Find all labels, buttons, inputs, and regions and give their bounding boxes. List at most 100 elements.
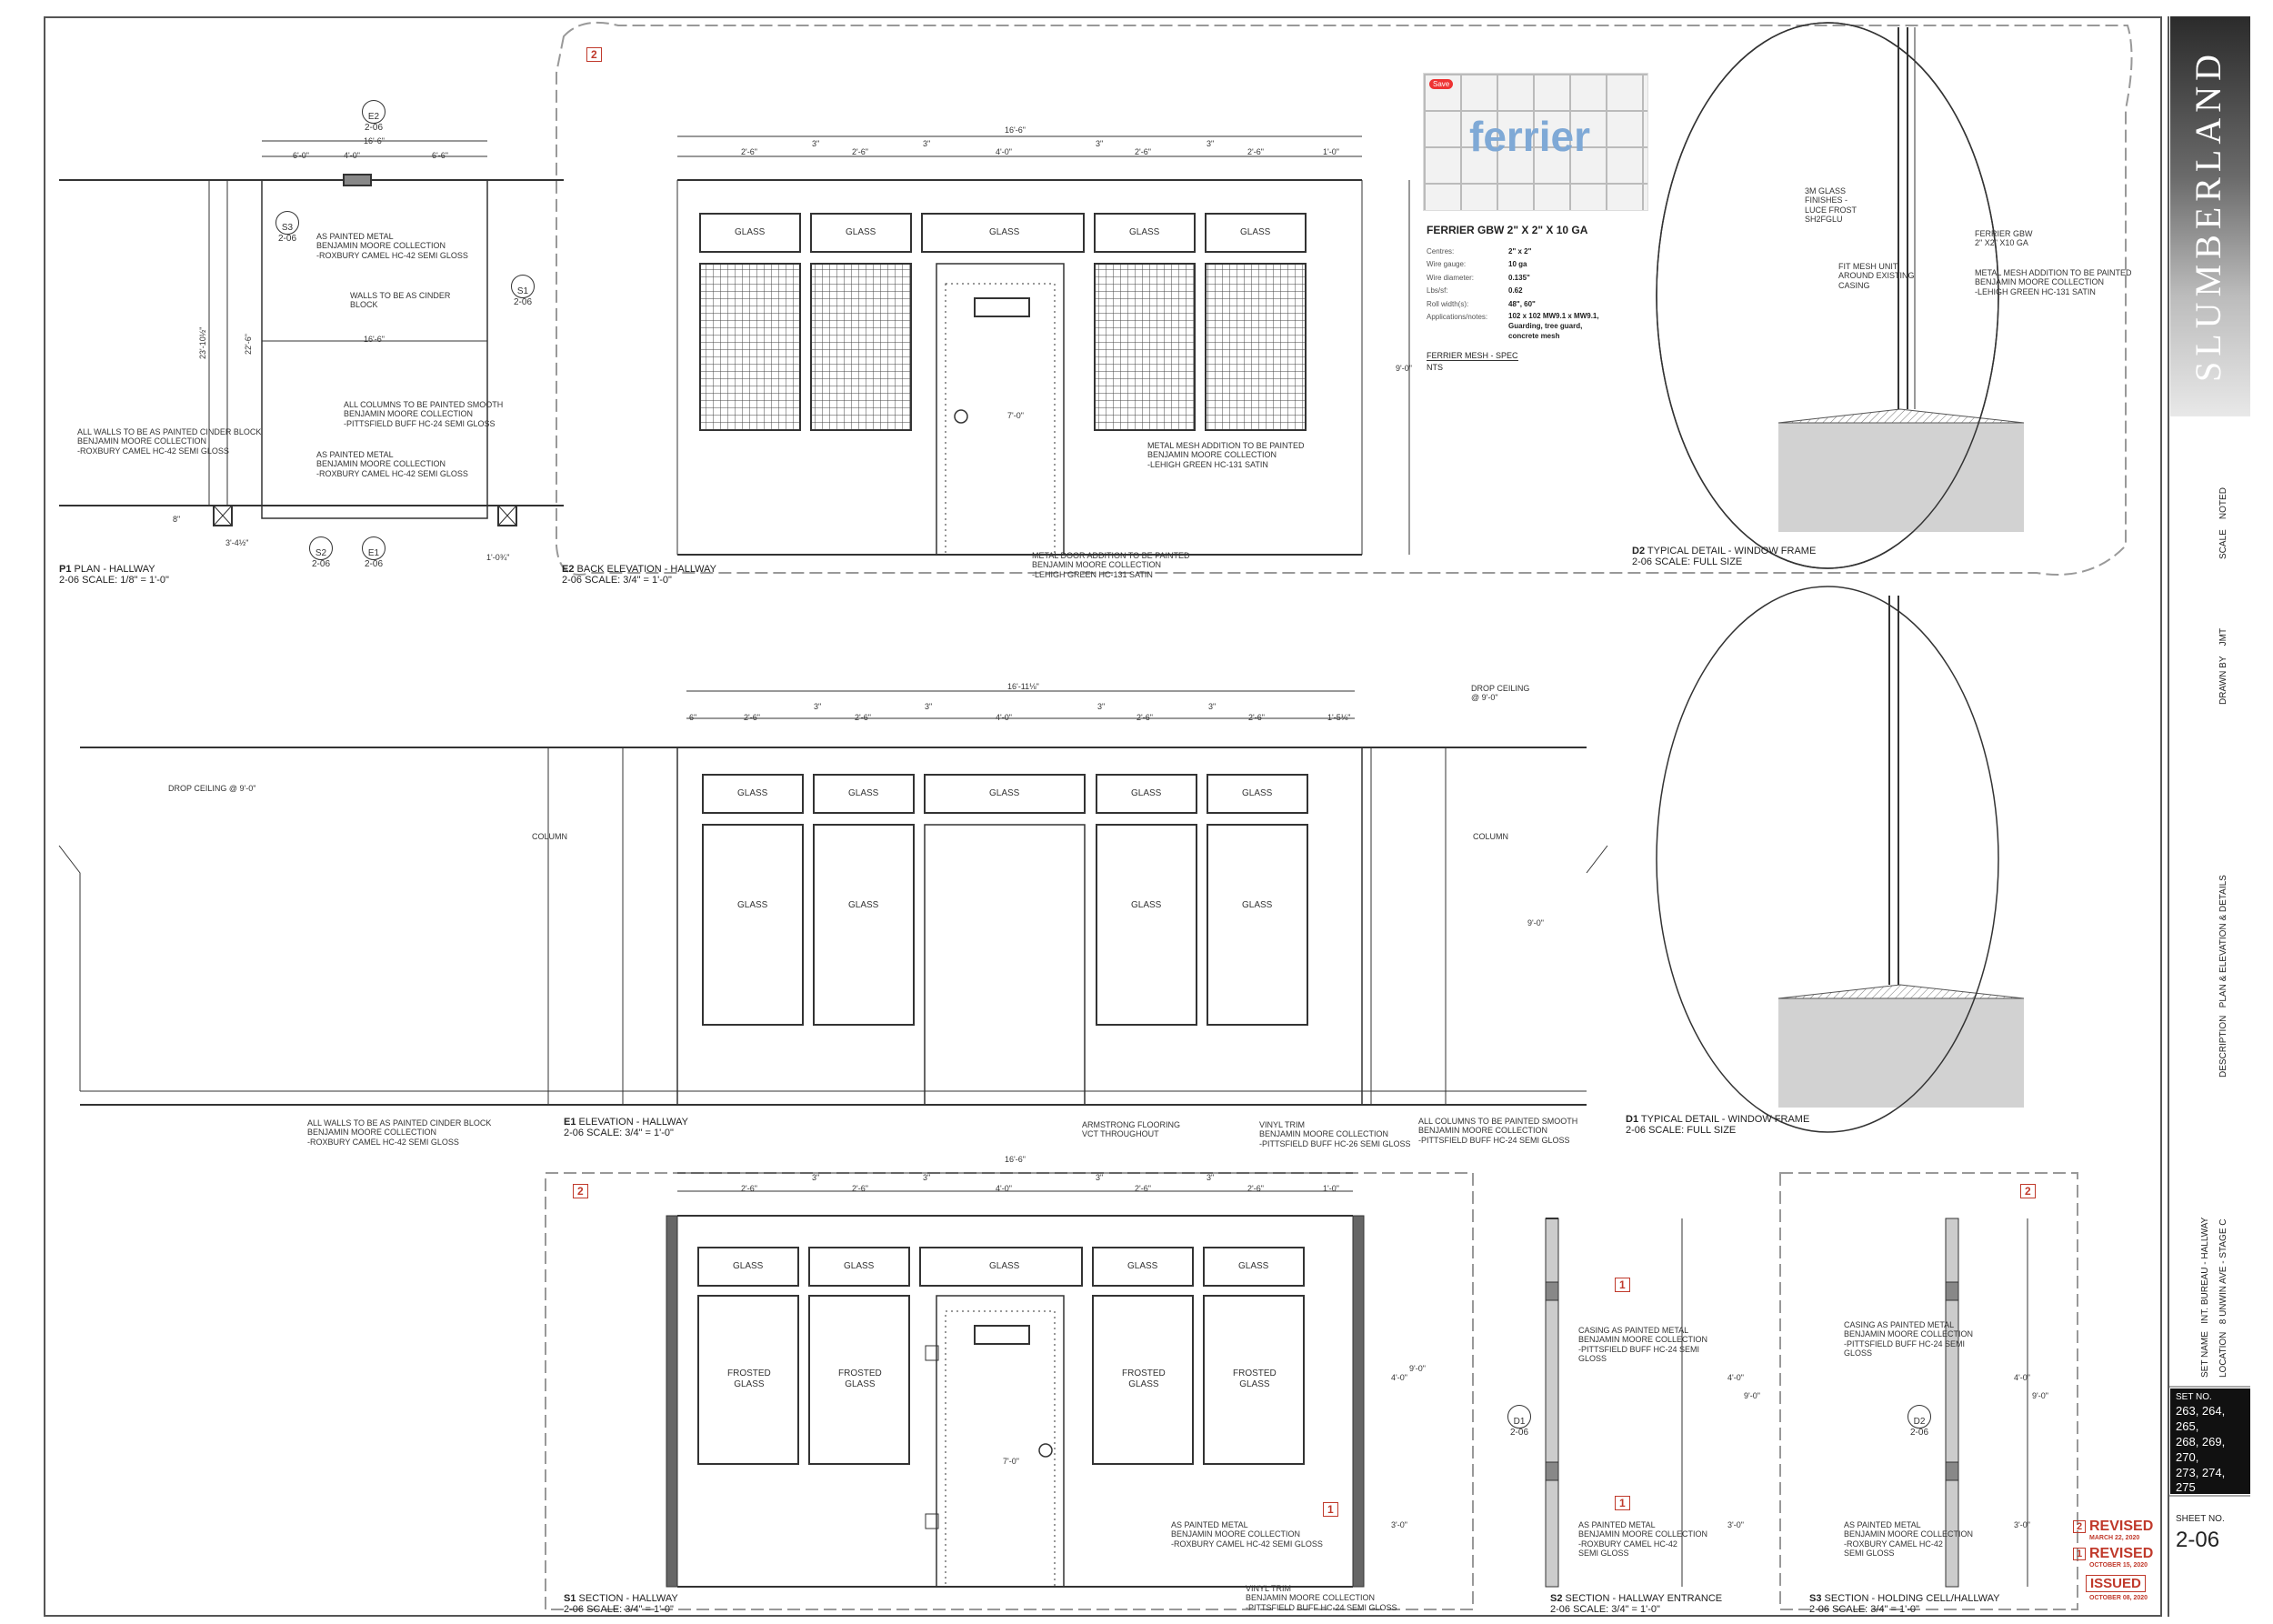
frosted-glass-label: FROSTED GLASS bbox=[838, 1368, 882, 1389]
spec-key: Applications/notes: bbox=[1427, 312, 1488, 321]
detail-d2 bbox=[1656, 22, 2025, 569]
set-no-line-2: 268, 269, 270, bbox=[2176, 1434, 2226, 1464]
revision-2-triangle: 2 bbox=[2073, 1520, 2087, 1533]
spec-row: Wire diameter:0.135" bbox=[1427, 272, 1648, 285]
dim-3-0: 3'-0" bbox=[2014, 1520, 2030, 1529]
spec-value: 48", 60" bbox=[1508, 299, 1536, 308]
note-d2-c: FERRIER GBW 2" X2" X10 GA bbox=[1975, 229, 2033, 248]
marker-e1-tag: E1 bbox=[367, 548, 380, 558]
s2-sheet: 2-06 bbox=[1550, 1604, 1571, 1615]
mesh-photo bbox=[1424, 74, 1647, 210]
brand-name: SLUMBERLAND bbox=[2188, 48, 2228, 382]
glass-label: GLASS bbox=[848, 900, 879, 910]
revision-1-date: OCTOBER 15, 2020 bbox=[2089, 1562, 2148, 1569]
spec-row: Roll width(s):48", 60" bbox=[1427, 298, 1648, 311]
d1-sheet: 2-06 bbox=[1626, 1125, 1647, 1136]
note-e2-door: METAL DOOR ADDITION TO BE PAINTED BENJAM… bbox=[1032, 551, 1190, 579]
marker-s3-sheet: 2-06 bbox=[277, 234, 296, 244]
dim-1-0: 1'-0" bbox=[1323, 147, 1339, 156]
section-entrance bbox=[1545, 1218, 1683, 1588]
dim-total-e2: 16'-6" bbox=[1005, 125, 1026, 135]
dim-9-0: 9'-0" bbox=[2032, 1391, 2048, 1400]
detail-d1 bbox=[1656, 586, 2025, 1133]
view-label-d2: D2 TYPICAL DETAIL - WINDOW FRAME 2-06 SC… bbox=[1632, 546, 1816, 567]
drawn-by-label: DRAWN BY bbox=[2218, 656, 2228, 705]
dim-7-0: 7'-0" bbox=[1003, 1457, 1019, 1466]
spec-key: Lbs/sf: bbox=[1427, 286, 1448, 296]
note-s3-b: AS PAINTED METAL BENJAMIN MOORE COLLECTI… bbox=[1844, 1520, 1974, 1559]
save-badge[interactable]: Save bbox=[1429, 79, 1454, 89]
set-name-value: INT. BUREAU - HALLWAY bbox=[2200, 1217, 2210, 1324]
dim-3: 3" bbox=[812, 139, 820, 148]
section-hallway bbox=[666, 1172, 1365, 1588]
dim-4-0: 4'-0" bbox=[996, 713, 1012, 722]
dim-7-0: 7'-0" bbox=[1007, 411, 1024, 420]
e2-sheet: 2-06 bbox=[562, 575, 583, 586]
note-s1-trim: VINYL TRIM BENJAMIN MOORE COLLECTION -PI… bbox=[1246, 1584, 1397, 1612]
view-label-s3: S3 SECTION - HOLDING CELL/HALLWAY 2-06 S… bbox=[1809, 1593, 1999, 1615]
set-name-label: SET NAME bbox=[2200, 1331, 2210, 1378]
s1-tag: S1 bbox=[564, 1593, 576, 1604]
note-e1-trim: VINYL TRIM BENJAMIN MOORE COLLECTION -PI… bbox=[1259, 1120, 1411, 1148]
revision-cloud-s3 bbox=[1779, 1172, 2078, 1610]
sheet-border bbox=[44, 16, 2162, 1617]
glass-label: GLASS bbox=[848, 788, 879, 798]
s1-sheet: 2-06 bbox=[564, 1604, 585, 1615]
dim-2-6: 2'-6" bbox=[744, 713, 760, 722]
dim-2-6: 2'-6" bbox=[855, 713, 871, 722]
note-p1-a: AS PAINTED METAL BENJAMIN MOORE COLLECTI… bbox=[316, 232, 468, 260]
dim-2-6: 2'-6" bbox=[1247, 147, 1264, 156]
spec-title: FERRIER GBW 2" X 2" X 10 GA bbox=[1427, 224, 1588, 236]
marker-s1-sheet: 2-06 bbox=[513, 297, 532, 307]
spec-row: Wire gauge:10 ga bbox=[1427, 258, 1648, 271]
note-e1-walls: ALL WALLS TO BE AS PAINTED CINDER BLOCK … bbox=[307, 1118, 492, 1147]
glass-label: GLASS bbox=[844, 1261, 875, 1271]
p1-scale: SCALE: 1/8" = 1'-0" bbox=[82, 575, 169, 586]
plan-dim-4: 4'-0" bbox=[344, 151, 360, 160]
glass-label: GLASS bbox=[989, 788, 1020, 798]
dim-2-6: 2'-6" bbox=[741, 147, 757, 156]
issued-label: ISSUED bbox=[2086, 1575, 2146, 1592]
dim-2-6: 2'-6" bbox=[1135, 1184, 1151, 1193]
revision-2-label: REVISED bbox=[2089, 1519, 2154, 1534]
brand-strip bbox=[2170, 16, 2250, 416]
sheet-no-label: SHEET NO. bbox=[2176, 1514, 2225, 1524]
dim-3: 3" bbox=[814, 702, 822, 711]
d2-sheet: 2-06 bbox=[1632, 556, 1653, 567]
dim-9-0: 9'-0" bbox=[1409, 1364, 1426, 1373]
glass-label: GLASS bbox=[1131, 788, 1162, 798]
d2-tag: D2 bbox=[1632, 546, 1646, 556]
revision-marker-2: 2 bbox=[573, 1184, 588, 1198]
frosted-glass-label: FROSTED GLASS bbox=[727, 1368, 771, 1389]
dim-3-0: 3'-0" bbox=[1391, 1520, 1407, 1529]
d1-scale: SCALE: FULL SIZE bbox=[1648, 1125, 1737, 1136]
s3-tag: S3 bbox=[1809, 1593, 1822, 1604]
glass-label: GLASS bbox=[1127, 1261, 1158, 1271]
issued-date: OCTOBER 08, 2020 bbox=[2089, 1595, 2148, 1601]
dim-9-0: 9'-0" bbox=[1396, 364, 1412, 373]
glass-label: GLASS bbox=[1238, 1261, 1269, 1271]
dim-total-e1: 16'-11⅛" bbox=[1007, 682, 1039, 691]
dim-9-0: 9'-0" bbox=[1527, 918, 1544, 927]
s2-tag: S2 bbox=[1550, 1593, 1563, 1604]
dim-3: 3" bbox=[1208, 702, 1217, 711]
note-e1-col2: COLUMN bbox=[1473, 832, 1509, 841]
s1-title: SECTION - HALLWAY bbox=[578, 1593, 678, 1604]
spec-value: 2" x 2" bbox=[1508, 247, 1532, 256]
spec-caption-scale: NTS bbox=[1427, 362, 1443, 372]
dim-3: 3" bbox=[812, 1173, 820, 1182]
glass-label: GLASS bbox=[989, 227, 1020, 237]
view-label-s2: S2 SECTION - HALLWAY ENTRANCE 2-06 SCALE… bbox=[1550, 1593, 1722, 1615]
plan-dim-8: 8" bbox=[173, 515, 181, 524]
e2-tag: E2 bbox=[562, 564, 575, 575]
glass-label: GLASS bbox=[733, 1261, 764, 1271]
glass-label: GLASS bbox=[1242, 788, 1273, 798]
s2-scale: SCALE: 3/4" = 1'-0" bbox=[1573, 1604, 1660, 1615]
